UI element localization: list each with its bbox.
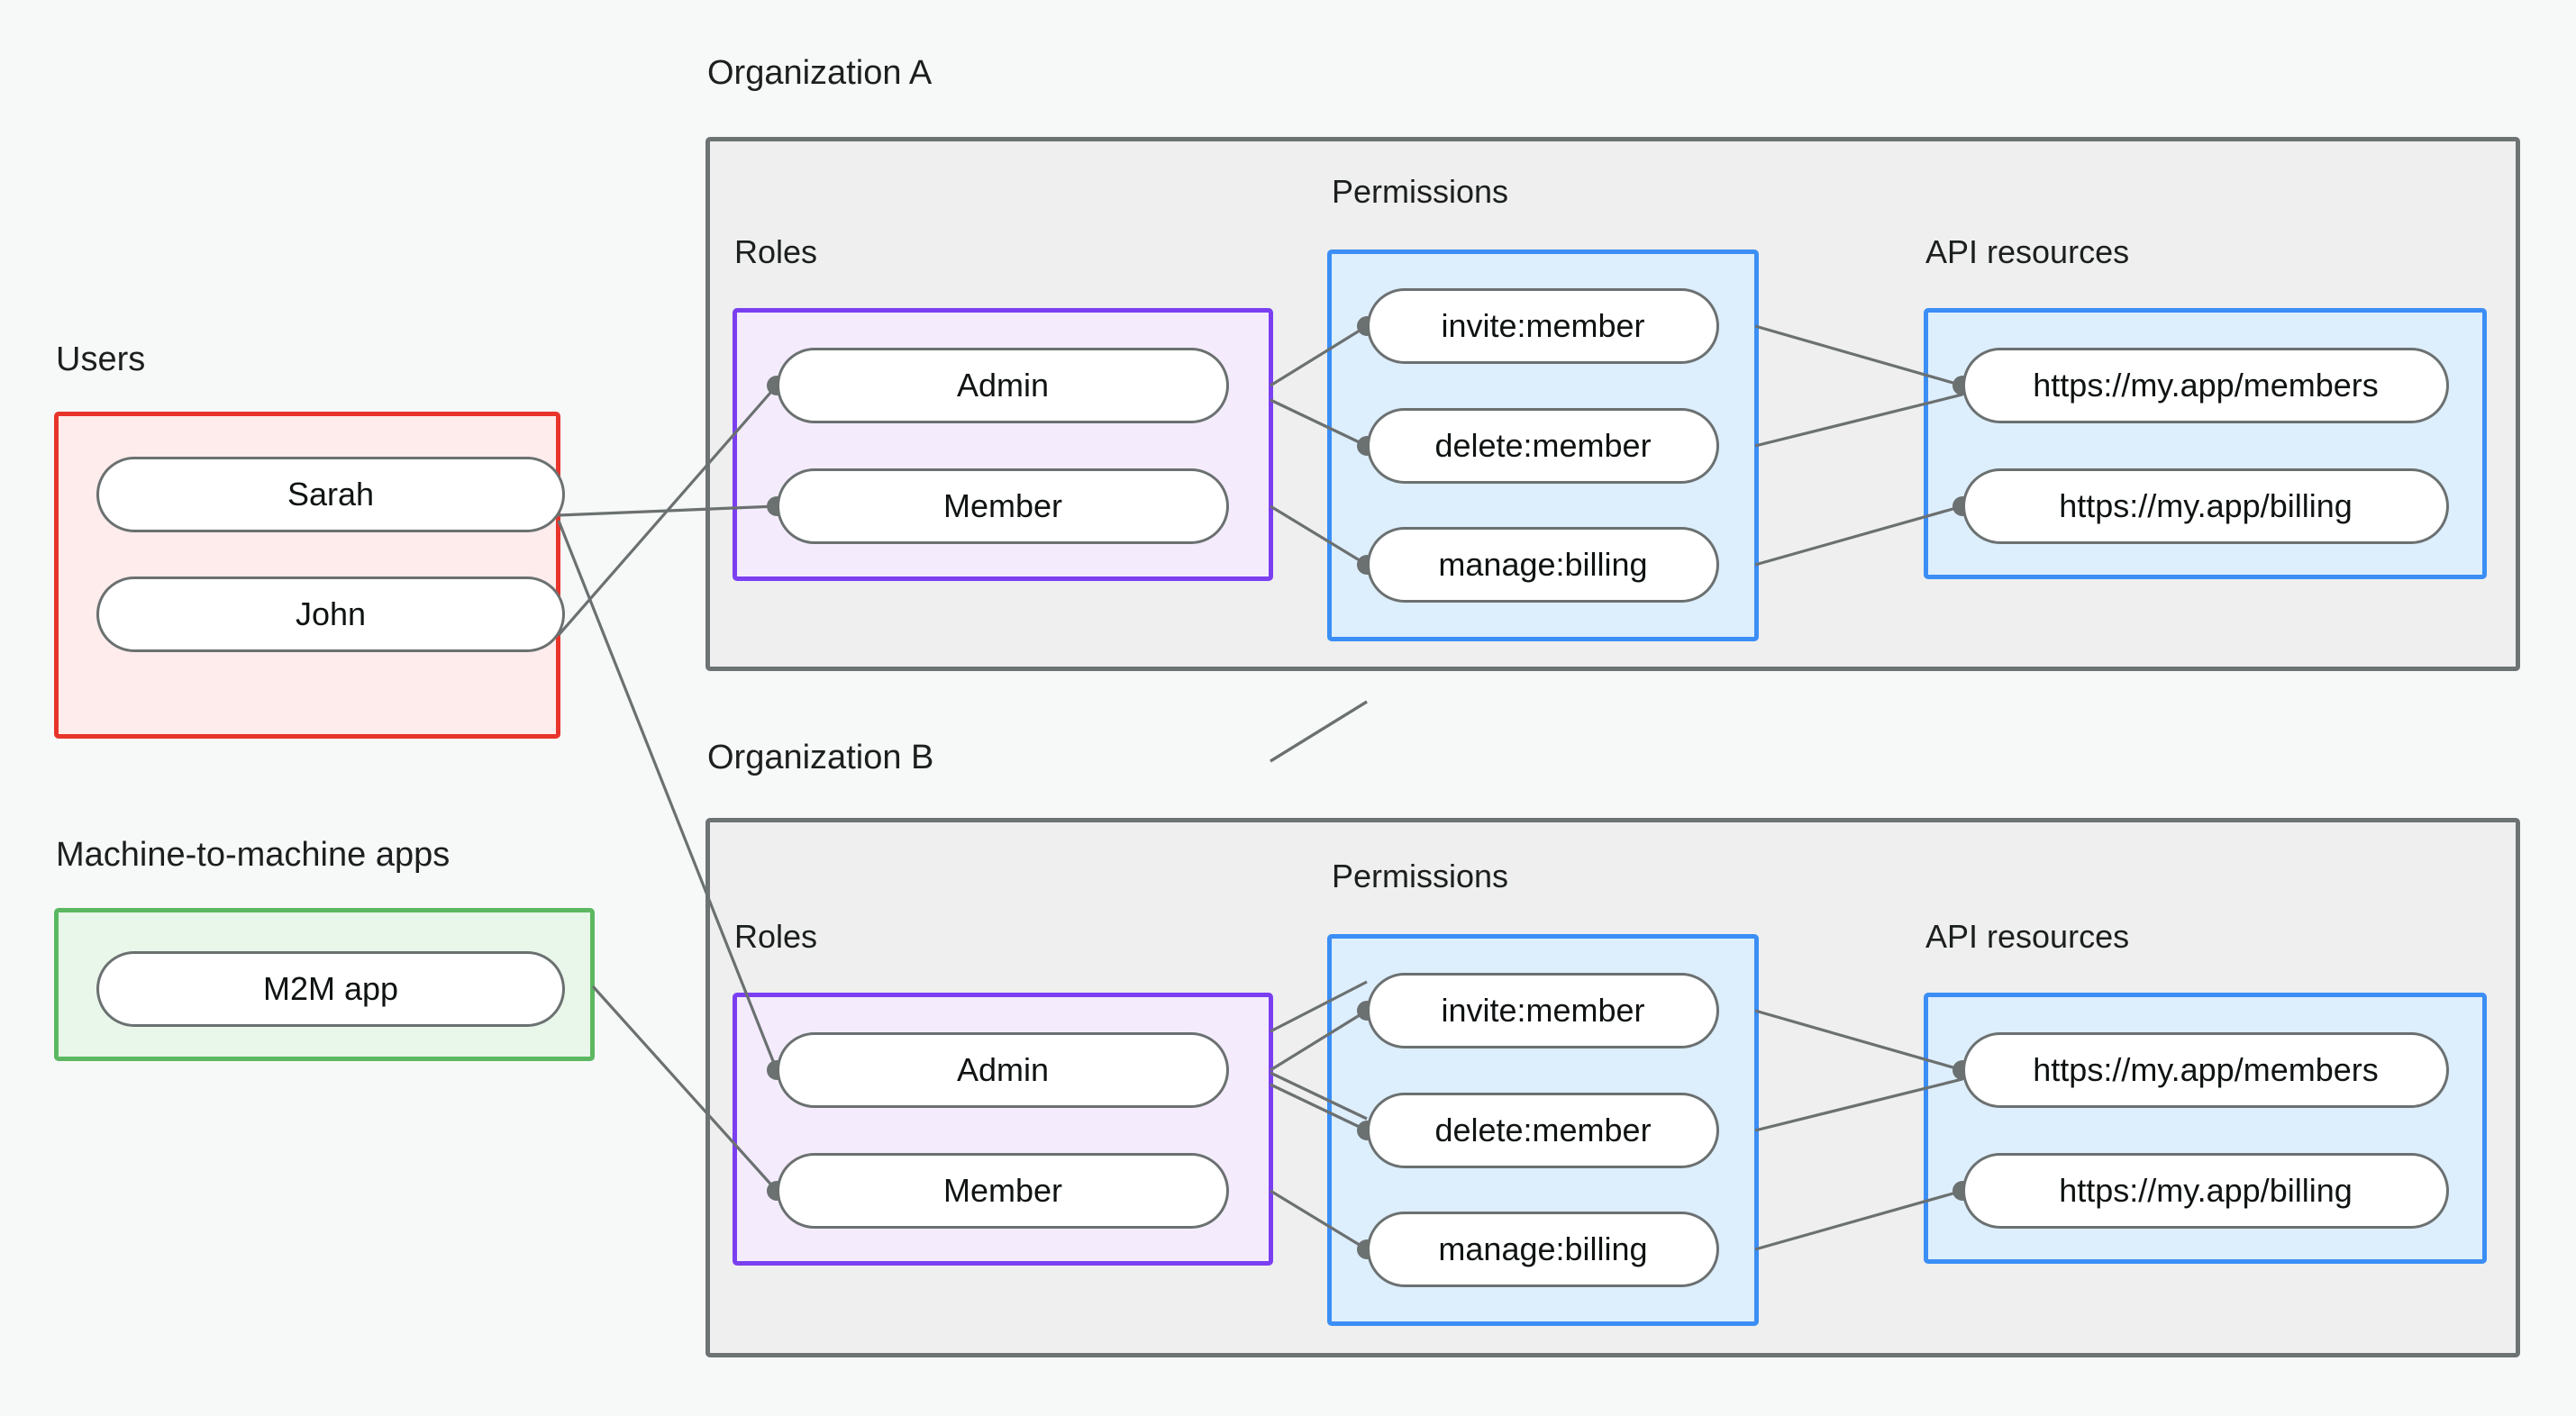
org-b-permission-delete-member[interactable]: delete:member xyxy=(1367,1093,1719,1168)
organization-b-label: Organization B xyxy=(707,739,934,776)
org-b-permissions-label: Permissions xyxy=(1332,858,1509,894)
org-b-permission-invite-member[interactable]: invite:member xyxy=(1367,973,1719,1048)
org-b-permission-manage-billing[interactable]: manage:billing xyxy=(1367,1212,1719,1287)
org-b-api-resources-label: API resources xyxy=(1925,918,2130,955)
users-group-label: Users xyxy=(56,340,146,378)
org-a-role-member[interactable]: Member xyxy=(777,468,1229,544)
org-b-roles-label: Roles xyxy=(734,918,818,955)
organization-a-label: Organization A xyxy=(707,54,933,92)
org-a-role-admin[interactable]: Admin xyxy=(777,348,1229,423)
org-a-permissions-label: Permissions xyxy=(1332,173,1509,210)
org-a-roles-label: Roles xyxy=(734,233,818,270)
org-a-api-resource-billing[interactable]: https://my.app/billing xyxy=(1962,468,2449,544)
org-a-permission-invite-member[interactable]: invite:member xyxy=(1367,288,1719,364)
org-b-api-resource-members[interactable]: https://my.app/members xyxy=(1962,1032,2449,1108)
user-node-sarah[interactable]: Sarah xyxy=(96,457,565,532)
org-b-role-member[interactable]: Member xyxy=(777,1153,1229,1229)
org-b-api-resource-billing[interactable]: https://my.app/billing xyxy=(1962,1153,2449,1229)
m2m-container: M2M app xyxy=(54,908,595,1061)
m2m-node-app[interactable]: M2M app xyxy=(96,951,565,1027)
org-b-role-admin[interactable]: Admin xyxy=(777,1032,1229,1108)
m2m-group-label: Machine-to-machine apps xyxy=(56,836,451,874)
org-a-api-resources-label: API resources xyxy=(1925,233,2130,270)
org-a-permission-manage-billing[interactable]: manage:billing xyxy=(1367,527,1719,603)
org-a-permission-delete-member[interactable]: delete:member xyxy=(1367,408,1719,484)
users-container: Sarah John xyxy=(54,412,565,739)
user-node-john[interactable]: John xyxy=(96,576,565,652)
org-a-api-resource-members[interactable]: https://my.app/members xyxy=(1962,348,2449,423)
